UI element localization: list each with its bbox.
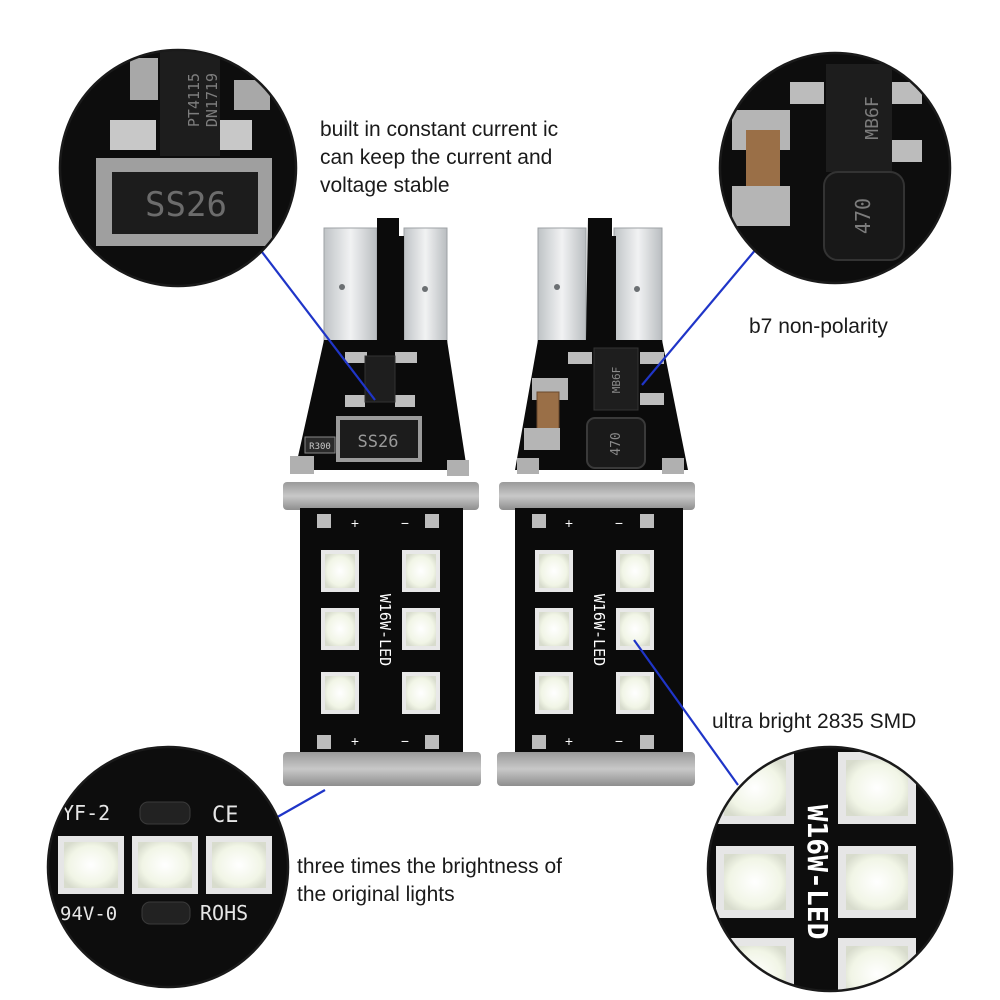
bulb-left: SS26 R300 + − W16W-LED + − [283,218,481,786]
led-chip [616,672,654,714]
caption-smd: ultra bright 2835 SMD [712,708,916,736]
model-label: W16W-LED [376,594,394,666]
zoom-smd: W16W-LED [706,745,954,993]
plus-mark: + [565,515,573,531]
plus-mark: + [351,733,359,749]
bulb-right: MB6F 470 + − W16W-LED + − [497,218,695,786]
led-chip [206,836,272,894]
mark-rohs: ROHS [200,901,248,925]
bridge-label: MB6F [610,367,623,394]
mark-ce: CE [212,803,239,828]
led-chip [535,608,573,650]
callout-lines [257,241,763,829]
plus-mark: + [351,515,359,531]
model-marking-zoom: W16W-LED [801,805,834,940]
led-chip [321,672,359,714]
caption-line: can keep the current and [320,146,553,169]
led-chip [535,550,573,592]
led-chip [616,608,654,650]
zoom-bridge: MB6F 470 [718,51,952,285]
bridge-mb6f [593,347,639,411]
base-cap [283,752,481,786]
led-chip [321,550,359,592]
led-chip [402,550,440,592]
led-chip [535,672,573,714]
capacitor [536,391,560,431]
caption-line: three times the brightness of [297,855,562,878]
caption-constant-current: built in constant current ic can keep th… [320,116,558,200]
diode-marking-zoom: SS26 [145,185,227,225]
plastic-band [283,482,479,510]
contact-tab [613,227,663,343]
mark-94v: 94V-0 [60,903,117,925]
pointer-line-b7 [641,241,763,386]
led-chip [616,550,654,592]
pointer-line-ic [261,251,376,401]
caption-line: built in constant current ic [320,118,559,141]
zoom-brightness: YF-2 CE 94V-0 ROHS [46,745,290,989]
base-cap [497,752,695,786]
caption-non-polarity: b7 non-polarity [749,313,888,341]
minus-mark: − [401,515,409,531]
plastic-band [499,482,695,510]
minus-mark: − [401,733,409,749]
led-chip [838,846,916,918]
caption-line: b7 non-polarity [749,315,888,338]
led-chip [838,752,916,824]
plus-mark: + [565,733,573,749]
caption-line: ultra bright 2835 SMD [712,710,917,733]
bridge-marking-zoom: MB6F [862,96,883,139]
contact-tab [403,227,448,343]
led-chip [402,672,440,714]
ic-marking-1: PT4115 [185,73,203,127]
led-chip [58,836,124,894]
ic-marking-2: DN1719 [203,73,221,127]
diode-ss26 [336,416,422,462]
mark-yf: YF-2 [62,801,110,825]
minus-mark: − [615,733,623,749]
minus-mark: − [615,515,623,531]
contact-tab [537,227,587,343]
inductor-470 [586,417,646,469]
zoom-ic: PT4115 DN1719 SS26 [58,48,298,288]
inductor-marking-zoom: 470 [851,198,875,234]
led-chip [402,608,440,650]
caption-line: voltage stable [320,174,450,197]
led-chip [716,938,794,991]
caption-line: the original lights [297,883,455,906]
diode-label: SS26 [358,432,399,452]
caption-brightness: three times the brightness of the origin… [297,853,562,909]
contact-tab [323,227,378,343]
resistor-label: R300 [309,442,331,452]
pcb-board [295,218,467,470]
led-chip [716,846,794,918]
model-label: W16W-LED [590,594,608,666]
inductor-label: 470 [609,432,624,455]
resistor [304,436,336,454]
led-chip [716,752,794,824]
led-chip [132,836,198,894]
pointer-line-smd [633,639,739,786]
led-chip [838,938,916,991]
led-chip [321,608,359,650]
